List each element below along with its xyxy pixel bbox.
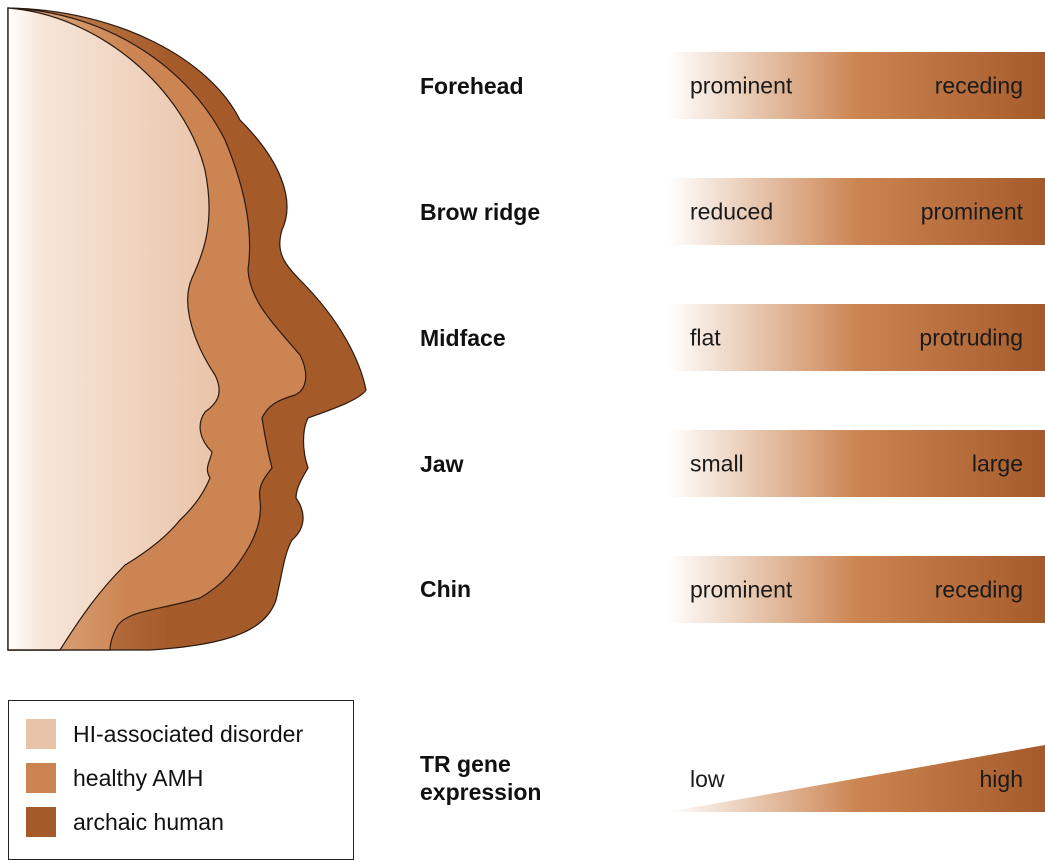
legend-swatch bbox=[26, 763, 56, 793]
bar-right-label: receding bbox=[935, 72, 1023, 99]
legend-item-archaic-human: archaic human bbox=[26, 805, 224, 839]
bar-right-label: protruding bbox=[919, 324, 1023, 351]
face-profiles-diagram bbox=[0, 0, 380, 660]
bar-right-label: receding bbox=[935, 576, 1023, 603]
legend-label: HI-associated disorder bbox=[73, 721, 303, 748]
legend-label: healthy AMH bbox=[73, 765, 203, 792]
tr-gene-expression-label: TR gene expression bbox=[420, 750, 541, 806]
bar-left-label: flat bbox=[690, 324, 721, 351]
row-label-jaw: Jaw bbox=[420, 450, 463, 478]
trait-bar-brow-ridge: reduced prominent bbox=[668, 178, 1045, 245]
row-label-midface: Midface bbox=[420, 324, 506, 352]
bar-right-label: prominent bbox=[921, 198, 1023, 225]
bar-left-label: small bbox=[690, 450, 744, 477]
row-label-chin: Chin bbox=[420, 575, 471, 603]
tr-label-line2: expression bbox=[420, 778, 541, 806]
legend-item-healthy-amh: healthy AMH bbox=[26, 761, 203, 795]
row-label-brow-ridge: Brow ridge bbox=[420, 198, 540, 226]
legend-label: archaic human bbox=[73, 809, 224, 836]
legend: HI-associated disorder healthy AMH archa… bbox=[8, 700, 354, 860]
bar-left-label: prominent bbox=[690, 72, 792, 99]
legend-item-hi-associated-disorder: HI-associated disorder bbox=[26, 717, 303, 751]
legend-swatch bbox=[26, 719, 56, 749]
trait-bar-midface: flat protruding bbox=[668, 304, 1045, 371]
trait-bar-forehead: prominent receding bbox=[668, 52, 1045, 119]
trait-bar-chin: prominent receding bbox=[668, 556, 1045, 623]
trait-bar-jaw: small large bbox=[668, 430, 1045, 497]
bar-left-label: prominent bbox=[690, 576, 792, 603]
row-label-forehead: Forehead bbox=[420, 72, 524, 100]
bar-right-label: large bbox=[972, 450, 1023, 477]
bar-left-label: reduced bbox=[690, 198, 773, 225]
legend-swatch bbox=[26, 807, 56, 837]
tr-label-line1: TR gene bbox=[420, 750, 541, 778]
tr-high-label: high bbox=[980, 766, 1023, 793]
tr-low-label: low bbox=[690, 766, 725, 793]
